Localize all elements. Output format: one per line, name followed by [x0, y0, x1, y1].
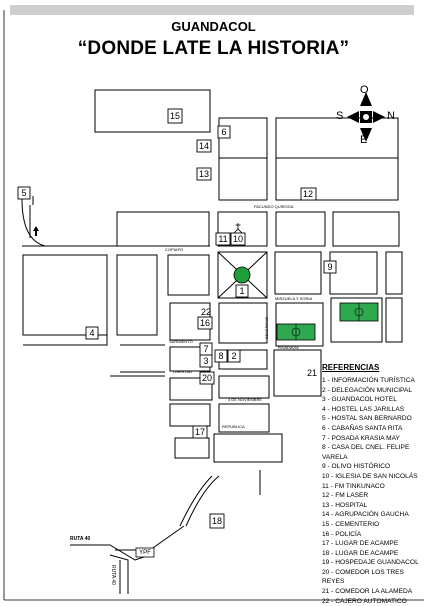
marker-17[interactable]: 17 [192, 425, 208, 439]
legend-item: 5 - HOSTAL SAN BERNARDO [322, 415, 412, 423]
marker-22[interactable]: 22 [201, 307, 211, 317]
compass-west-label: S [336, 110, 344, 122]
legend-panel: REFERENCIAS 1 - INFORMACIÓN TURÍSTICA 2 -… [322, 363, 422, 606]
street-belgrano: BELGRANO [264, 317, 269, 339]
marker-16[interactable]: 16 [197, 316, 213, 330]
legend-list: 1 - INFORMACIÓN TURÍSTICA 2 - DELEGACIÓN … [322, 376, 422, 606]
svg-text:9: 9 [327, 262, 332, 272]
svg-text:5: 5 [21, 188, 26, 198]
city-blocks [22, 89, 403, 463]
legend-item: 1 - INFORMACIÓN TURÍSTICA [322, 377, 415, 384]
marker-15[interactable]: 15 [167, 108, 183, 124]
legend-item: 9 - OLIVO HISTÓRICO [322, 463, 391, 471]
svg-text:8: 8 [218, 351, 223, 361]
legend-item: 18 - LUGAR DE ACAMPE [322, 549, 399, 557]
compass-rose: O E S N [333, 84, 399, 146]
svg-text:20: 20 [202, 373, 212, 383]
ypf-station: YPF [135, 547, 155, 558]
legend-item: 21 - COMEDOR LA ALAMEDA [322, 588, 413, 596]
marker-9[interactable]: 9 [323, 260, 337, 274]
street-copiapo: COPIAPÓ [165, 247, 183, 252]
marker-20[interactable]: 20 [199, 371, 215, 385]
svg-text:7: 7 [203, 344, 208, 354]
svg-text:12: 12 [303, 189, 313, 199]
svg-text:1: 1 [239, 286, 244, 296]
map-subtitle: “DONDE LATE LA HISTORIA” [77, 38, 350, 59]
legend-item: 4 - HOSTEL LAS JARILLAS [322, 405, 405, 413]
street-libertad: LIBERTAD [173, 369, 192, 374]
legend-item: 22 - CAJERO AUTOMATICO [322, 597, 407, 605]
street-mirzuela-soria: MIRZUELA Y SORIA [275, 296, 313, 301]
legend-item: 8 - CASA DEL CNEL. FELIPE VARELA [322, 444, 410, 461]
legend-item: 11 - FM TINKUNACO [322, 482, 385, 490]
marker-4[interactable]: 4 [85, 326, 99, 340]
legend-item: 16 - POLICÍA [322, 530, 362, 538]
legend-item: 14 - AGRUPACIÓN GAUCHA [322, 511, 409, 519]
legend-item: 13 - HOSPITAL [322, 501, 368, 509]
svg-text:11: 11 [218, 234, 227, 244]
north-arrow-icon [33, 226, 39, 236]
legend-title: REFERENCIAS [322, 363, 380, 372]
top-band [10, 5, 414, 15]
plaza [217, 251, 268, 299]
street-republica: REPUBLICA [222, 424, 245, 429]
marker-12[interactable]: 12 [300, 187, 317, 201]
compass-east-label: N [387, 110, 395, 122]
marker-13[interactable]: 13 [196, 167, 212, 181]
street-ruta-40-v: RUTA 40 [110, 565, 116, 585]
legend-item: 10 - IGLESIA DE SAN NICOLÁS [322, 472, 418, 480]
legend-item: 12 - FM LASER [322, 492, 369, 500]
marker-7[interactable]: 7 [199, 342, 213, 356]
street-de-noviembre: 4 DE NOVIEMBRE [228, 397, 262, 402]
compass-north-label: O [360, 84, 369, 96]
legend-item: 19 - HOSPEDAJE GUANDACOL [322, 559, 419, 567]
svg-text:6: 6 [221, 127, 226, 137]
marker-1[interactable]: 1 [235, 284, 249, 298]
svg-text:YPF: YPF [139, 550, 151, 556]
map-title: GUANDACOL [171, 19, 256, 34]
street-ruta-40: RUTA 40 [70, 536, 91, 542]
marker-5[interactable]: 5 [17, 186, 31, 200]
street-rivadavia: RIVADAVIA [278, 345, 299, 350]
svg-text:17: 17 [195, 427, 205, 437]
compass-south-label: E [360, 134, 368, 146]
legend-item: 2 - DELEGACIÓN MUNICIPAL [322, 386, 413, 394]
svg-text:16: 16 [200, 318, 210, 328]
legend-item: 7 - POSADA KRASIA MAY [322, 434, 400, 442]
marker-14[interactable]: 14 [196, 139, 212, 153]
marker-3[interactable]: 3 [199, 354, 213, 368]
street-sarmiento: SARMIENTO [169, 339, 193, 344]
legend-item: 15 - CEMENTERIO [322, 520, 380, 528]
svg-text:22: 22 [201, 307, 211, 317]
football-field-2 [339, 302, 379, 322]
marker-2[interactable]: 2 [227, 349, 241, 363]
marker-6[interactable]: 6 [217, 125, 231, 139]
svg-text:13: 13 [199, 169, 209, 179]
svg-text:4: 4 [89, 328, 94, 338]
football-field-1 [276, 323, 316, 341]
legend-item: 20 - COMEDOR LOS TRES REYES [322, 568, 404, 586]
svg-text:21: 21 [307, 368, 317, 378]
marker-10[interactable]: 10 [230, 232, 246, 246]
legend-item: 6 - CABAÑAS SANTA RITA [322, 424, 403, 432]
marker-11[interactable]: 11 [215, 232, 231, 246]
street-facundo-quiroga: FACUNDO QUIROGA [254, 204, 294, 209]
svg-text:18: 18 [212, 516, 222, 526]
svg-text:15: 15 [170, 111, 180, 121]
legend-item: 17 - LUGAR DE ACAMPE [322, 540, 399, 548]
svg-text:10: 10 [233, 234, 243, 244]
svg-text:2: 2 [231, 351, 236, 361]
legend-item: 3 - GUANDACOL HOTEL [322, 396, 397, 404]
marker-8[interactable]: 8 [214, 349, 228, 363]
marker-21[interactable]: 21 [307, 368, 317, 378]
marker-18[interactable]: 18 [209, 513, 225, 529]
svg-text:3: 3 [203, 356, 208, 366]
svg-text:14: 14 [199, 141, 209, 151]
